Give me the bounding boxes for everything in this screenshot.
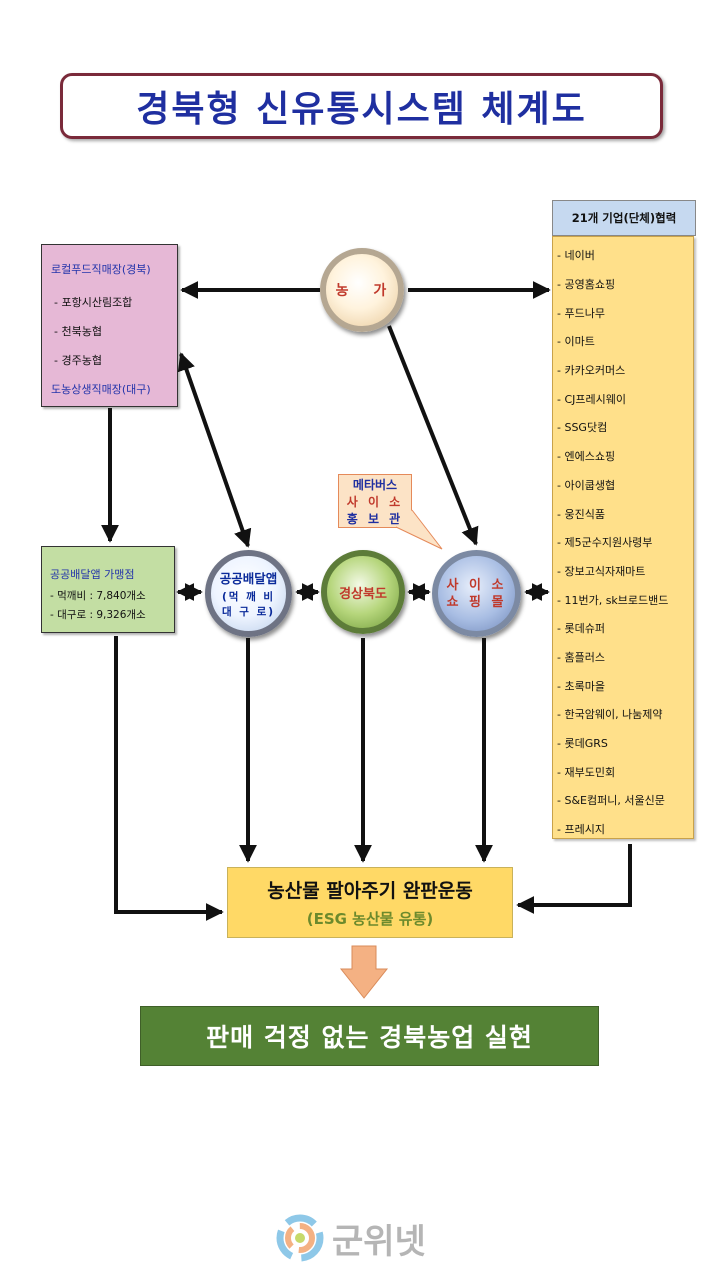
corporation-item: - 공영홈쇼핑 [557, 278, 616, 292]
local-food-item: - 천북농협 [54, 325, 102, 338]
corporation-item: - 푸드나무 [557, 306, 605, 320]
farm-label: 농 가 [335, 283, 397, 299]
corporations-header-label: 21개 기업(단체)협력 [571, 211, 677, 225]
cyber-mall-node: 사 이 소 쇼 핑 몰 [432, 550, 521, 637]
corporation-item: - S&E컴퍼니, 서울신문 [557, 794, 665, 808]
arrow-farm-to-cyber [387, 325, 479, 546]
corporation-item: - 엔에스쇼핑 [557, 450, 616, 464]
corporations-header: 21개 기업(단체)협력 [552, 200, 696, 236]
corporation-item: - 프레시지 [557, 823, 605, 837]
corporation-item: - SSG닷컴 [557, 421, 608, 435]
logo: 군위넷 [272, 1208, 472, 1268]
app-stores-header: 공공배달앱 가맹점 [50, 568, 135, 581]
local-food-item: - 포항시산림조합 [54, 296, 133, 309]
result-box: 판매 걱정 없는 경북농업 실현 [140, 1006, 599, 1066]
corporation-item: - 아이쿱생협 [557, 478, 616, 492]
title-box: 경북형 신유통시스템 체계도 [60, 73, 663, 139]
local-food-box: 로컬푸드직매장(경북) - 포항시산림조합 - 천북농협 - 경주농협 도농상생… [41, 244, 178, 407]
gyeongbuk-label: 경상북도 [339, 586, 387, 602]
delivery-app-label: 공공배달앱 [219, 571, 278, 586]
metaverse-line2: 사 이 소 [346, 494, 404, 509]
metaverse-line3: 홍 보 관 [346, 511, 404, 526]
gyeongbuk-node: 경상북도 [321, 550, 405, 634]
cyber-mall-label: 사 이 소 쇼 핑 몰 [446, 577, 507, 610]
metaverse-callout: 메타버스 사 이 소 홍 보 관 [338, 474, 412, 528]
corporation-item: - 제5군수지원사령부 [557, 536, 653, 550]
corporation-item: - 11번가, sk브로드밴드 [557, 593, 669, 607]
campaign-box: 농산물 팔아주기 완판운동 (ESG 농산물 유통) [227, 867, 513, 938]
corporation-item: - 홈플러스 [557, 650, 605, 664]
down-arrow [339, 945, 389, 999]
corporation-item: - 롯데슈퍼 [557, 622, 605, 636]
corporation-item: - 재부도민회 [557, 765, 616, 779]
app-stores-item: - 대구로 : 9,326개소 [50, 609, 146, 621]
arrow-app-to-campaign [114, 636, 224, 921]
metaverse-line1: 메타버스 [352, 477, 398, 492]
corporation-item: - 웅진식품 [557, 507, 605, 521]
corporation-item: - CJ프레시웨이 [557, 392, 626, 406]
page-title: 경북형 신유통시스템 체계도 [136, 89, 587, 130]
corporation-item: - 장보고식자재마트 [557, 564, 646, 578]
delivery-app-sublabel: (먹 깨 비 대 구 로) [221, 591, 276, 618]
corporation-item: - 초록마을 [557, 679, 605, 693]
metaverse-callout-pointer [395, 509, 443, 550]
corporation-item: - 네이버 [557, 249, 595, 263]
corporation-item: - 이마트 [557, 335, 595, 349]
local-food-item: - 경주농협 [54, 354, 102, 367]
app-stores-item: - 먹깨비 : 7,840개소 [50, 590, 146, 602]
result-label: 판매 걱정 없는 경북농업 실현 [206, 1023, 533, 1052]
logo-icon [276, 1214, 324, 1262]
corporation-item: - 롯데GRS [557, 737, 608, 751]
delivery-app-node: 공공배달앱 (먹 깨 비 대 구 로) [205, 550, 292, 637]
campaign-subtitle: (ESG 농산물 유통) [306, 910, 434, 928]
arrow-corp-to-campaign [516, 844, 632, 914]
local-food-footer: 도농상생직매장(대구) [51, 383, 151, 396]
campaign-title: 농산물 팔아주기 완판운동 [267, 880, 473, 902]
logo-text: 군위넷 [332, 1221, 426, 1262]
local-food-header: 로컬푸드직매장(경북) [51, 263, 151, 276]
corporation-item: - 한국암웨이, 나눔제약 [557, 708, 663, 722]
app-stores-box: 공공배달앱 가맹점 - 먹깨비 : 7,840개소 - 대구로 : 9,326개… [41, 546, 175, 633]
corporation-item: - 카카오커머스 [557, 364, 626, 378]
farm-node: 농 가 [320, 248, 404, 332]
arrow-local-delivery [177, 352, 252, 548]
corporations-list: - 네이버 - 공영홈쇼핑 - 푸드나무 - 이마트 - 카카오커머스 - CJ프레시웨이… [552, 236, 694, 839]
